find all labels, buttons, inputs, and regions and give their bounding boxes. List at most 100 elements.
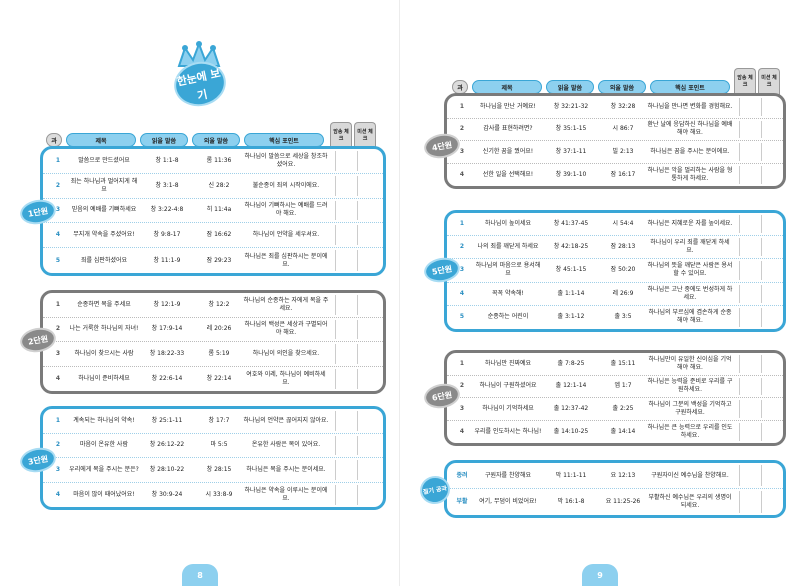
- mission-check-box[interactable]: [357, 435, 377, 455]
- mission-check-box[interactable]: [761, 143, 781, 161]
- recite-check-box[interactable]: [739, 238, 759, 257]
- lesson-memo: 빌 2:13: [612, 147, 634, 155]
- mission-check-box[interactable]: [761, 215, 781, 234]
- lesson-num: 3: [55, 206, 61, 214]
- lesson-num: 3: [55, 349, 61, 357]
- lesson-point: 부활하신 예수님은 우리의 생명이 되세요.: [648, 494, 732, 509]
- recite-check-box[interactable]: [739, 165, 759, 184]
- lesson-num: 4: [459, 170, 465, 178]
- recite-check-box[interactable]: [335, 460, 355, 480]
- lesson-title: 무지개 약속을 주셨어요!: [73, 231, 135, 239]
- lesson-memo: 요 11:25-26: [605, 498, 641, 505]
- mission-check-box[interactable]: [761, 307, 781, 327]
- lesson-title: 우리를 인도하시는 하나님!: [474, 427, 542, 435]
- recite-check-box[interactable]: [739, 377, 759, 395]
- lesson-read: 창 26:12-22: [149, 441, 185, 449]
- lesson-read: 출 1:1-14: [557, 289, 585, 297]
- mission-check-box[interactable]: [357, 368, 377, 389]
- lesson-num: 2: [55, 181, 61, 189]
- mission-check-box[interactable]: [357, 411, 377, 431]
- lesson-point: 하나님이 기뻐하시는 예배를 드려야 해요.: [244, 202, 328, 218]
- mission-check-box[interactable]: [761, 355, 781, 373]
- lesson-num: 4: [459, 289, 465, 297]
- recite-check-box[interactable]: [739, 143, 759, 161]
- recite-check-box[interactable]: [739, 491, 759, 513]
- recite-check-box[interactable]: [335, 250, 355, 271]
- lesson-memo: 출 3:5: [614, 313, 632, 321]
- mission-check-box[interactable]: [357, 151, 377, 171]
- recite-check-box[interactable]: [335, 295, 355, 315]
- lesson-num: 1: [55, 156, 61, 164]
- mission-check-box[interactable]: [761, 284, 781, 303]
- recite-check-box[interactable]: [335, 200, 355, 221]
- lesson-memo: 시 33:8-9: [205, 490, 233, 498]
- recite-check-box[interactable]: [335, 344, 355, 364]
- mission-check-box[interactable]: [761, 120, 781, 138]
- recite-check-box[interactable]: [335, 225, 355, 246]
- mission-check-box[interactable]: [761, 465, 781, 486]
- lesson-title: 마음이 온유한 사람: [80, 441, 128, 449]
- mission-check-box[interactable]: [761, 165, 781, 184]
- recite-check-box[interactable]: [335, 151, 355, 171]
- lesson-title: 하나님이 높이세요: [484, 220, 532, 228]
- mission-check-box[interactable]: [761, 491, 781, 513]
- recite-check-box[interactable]: [739, 98, 759, 116]
- mission-check-box[interactable]: [357, 175, 377, 196]
- lesson-read: 출 12:37-42: [553, 404, 589, 412]
- recite-check-box[interactable]: [335, 484, 355, 505]
- lesson-memo: 레 26:9: [612, 289, 634, 297]
- left-page: 한눈에 보기 과 제목 읽을 말씀 외울 말씀 핵심 포인트 암송 체크 미션 …: [18, 41, 386, 586]
- mission-check-box[interactable]: [357, 295, 377, 315]
- recite-check-box[interactable]: [739, 261, 759, 280]
- mission-check-box[interactable]: [761, 400, 781, 418]
- recite-check-box[interactable]: [739, 284, 759, 303]
- lesson-memo: 출 14:14: [610, 427, 636, 435]
- recite-check-box[interactable]: [739, 307, 759, 327]
- recite-check-box[interactable]: [739, 215, 759, 234]
- lesson-memo: 잠 50:20: [610, 266, 636, 274]
- page-number: 8: [182, 564, 218, 586]
- lesson-title: 꼭꼭 약속해!: [492, 289, 524, 297]
- lesson-point: 하나님은 악을 멀리하는 사람을 형통하게 하세요.: [647, 166, 733, 182]
- lesson-point: 하나님은 복을 주시는 분이세요.: [246, 465, 326, 473]
- mission-check-box[interactable]: [357, 225, 377, 246]
- mission-check-box[interactable]: [357, 200, 377, 221]
- mission-check-box[interactable]: [357, 319, 377, 339]
- col-header-mission-check: 미션 체크: [758, 68, 780, 98]
- recite-check-box[interactable]: [739, 422, 759, 441]
- recite-check-box[interactable]: [739, 120, 759, 138]
- lesson-num: 2: [459, 243, 465, 251]
- lesson-title: 순종하는 어린이: [487, 313, 529, 321]
- lesson-num: 2: [459, 125, 465, 133]
- lesson-read: 출 14:10-25: [553, 427, 589, 435]
- mission-check-box[interactable]: [357, 250, 377, 271]
- recite-check-box[interactable]: [335, 175, 355, 196]
- recite-check-box[interactable]: [739, 400, 759, 418]
- mission-check-box[interactable]: [357, 460, 377, 480]
- recite-check-box[interactable]: [335, 368, 355, 389]
- recite-check-box[interactable]: [335, 411, 355, 431]
- mission-check-box[interactable]: [357, 484, 377, 505]
- lesson-point: 하나님의 순종하는 자에게 복을 주세요.: [243, 296, 329, 312]
- mission-check-box[interactable]: [761, 238, 781, 257]
- recite-check-box[interactable]: [335, 435, 355, 455]
- recite-check-box[interactable]: [739, 465, 759, 486]
- mission-check-box[interactable]: [761, 377, 781, 395]
- lesson-num: 부활: [456, 498, 468, 505]
- lesson-memo: 출 2:25: [612, 404, 634, 412]
- mission-check-box[interactable]: [357, 344, 377, 364]
- mission-check-box[interactable]: [761, 422, 781, 441]
- recite-check-box[interactable]: [335, 319, 355, 339]
- recite-check-box[interactable]: [739, 355, 759, 373]
- mission-check-box[interactable]: [761, 261, 781, 280]
- mission-check-box[interactable]: [761, 98, 781, 116]
